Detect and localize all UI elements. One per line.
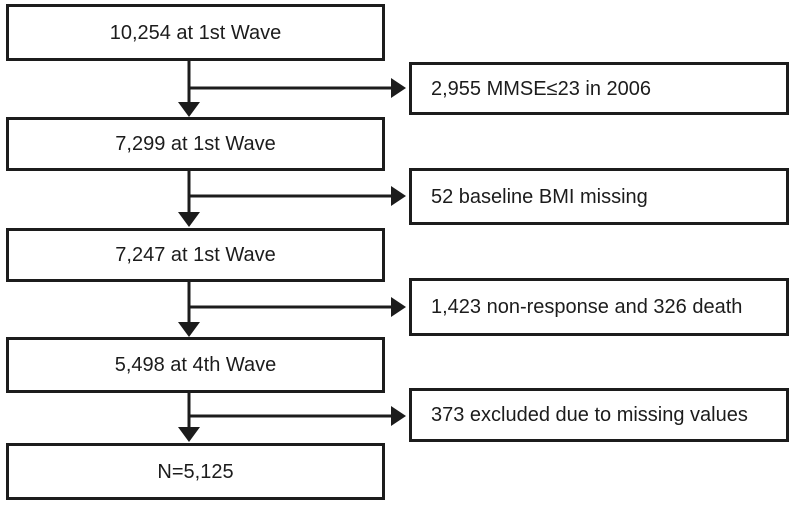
main-box-4-label: 5,498 at 4th Wave <box>114 354 277 376</box>
main-box-3: 7,247 at 1st Wave <box>6 228 385 282</box>
exclusion-box-2: 52 baseline BMI missing <box>409 168 789 225</box>
main-box-2-label: 7,299 at 1st Wave <box>115 133 276 155</box>
down-arrow-4 <box>178 393 200 442</box>
exclusion-box-4-label: 373 excluded due to missing values <box>431 404 748 426</box>
main-box-final: N=5,125 <box>6 443 385 500</box>
exclusion-box-2-label: 52 baseline BMI missing <box>431 185 648 208</box>
main-box-3-label: 7,247 at 1st Wave <box>115 244 276 266</box>
branch-arrow-1 <box>189 78 406 98</box>
branch-arrow-3 <box>189 297 406 317</box>
exclusion-box-4: 373 excluded due to missing values <box>409 388 789 442</box>
branch-arrow-2 <box>189 186 406 206</box>
main-box-2: 7,299 at 1st Wave <box>6 117 385 171</box>
exclusion-box-3: 1,423 non-response and 326 death <box>409 278 789 336</box>
branch-arrow-4 <box>189 406 406 426</box>
down-arrow-1 <box>178 61 200 117</box>
main-box-1-label: 10,254 at 1st Wave <box>109 21 282 44</box>
exclusion-box-1-label: 2,955 MMSE≤23 in 2006 <box>431 77 651 100</box>
down-arrow-2 <box>178 171 200 227</box>
main-box-final-label: N=5,125 <box>157 460 234 483</box>
down-arrow-3 <box>178 282 200 337</box>
exclusion-box-3-label: 1,423 non-response and 326 death <box>431 296 743 318</box>
main-box-1: 10,254 at 1st Wave <box>6 4 385 61</box>
exclusion-box-1: 2,955 MMSE≤23 in 2006 <box>409 62 789 115</box>
main-box-4: 5,498 at 4th Wave <box>6 337 385 393</box>
